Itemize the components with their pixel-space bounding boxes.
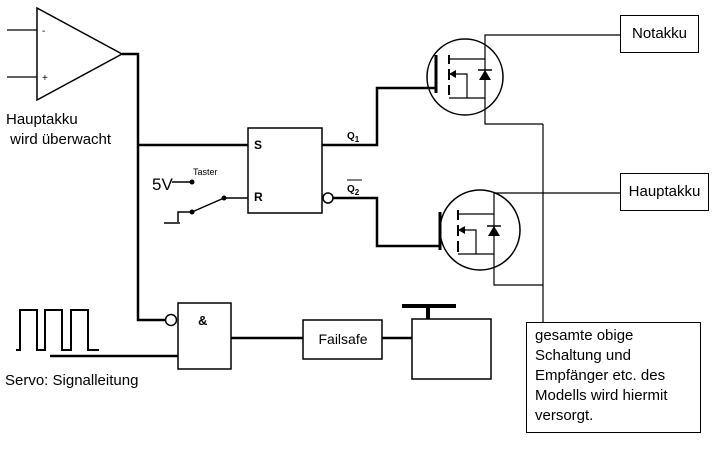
comparator: - + [7,6,124,102]
notakku-label: Notakku [631,25,688,42]
battery-monitor-label: Hauptakku wird überwacht [6,111,112,148]
mosfet-upper [426,34,620,125]
flipflop-r-label: R [254,190,263,204]
taster-label: Taster [193,167,218,177]
voltage-label: 5V [152,175,173,194]
and-gate: & [164,302,232,370]
flipflop-output-wires [322,86,440,248]
taster-switch: 5V Taster [152,167,248,224]
q2-label: Q2 [347,184,360,197]
sr-flipflop: S R Q1 Q2 [247,127,362,214]
failsafe-block: Failsafe [302,319,383,360]
comparator-output-wires [122,52,248,322]
servo-signal-label: Servo: Signalleitung [5,372,139,389]
hauptakku-label: Hauptakku [628,183,701,200]
servo-motor [402,304,492,380]
notakku-box: Notakku [620,15,699,53]
plus-sign: + [42,73,48,84]
and-gate-inverter-bubble [164,313,178,327]
supply-note-box: gesamte obige Schaltung und Empfänger et… [526,322,701,433]
q1-label: Q1 [347,131,360,144]
q2-inverter-bubble [322,192,334,204]
hauptakku-box: Hauptakku [620,173,709,211]
mosfet-lower [438,189,620,286]
switch-lever [191,197,225,213]
minus-sign: - [42,26,45,37]
wire-to-hauptakku [493,192,620,214]
supply-note: gesamte obige Schaltung und Empfänger et… [535,327,668,424]
flipflop-s-label: S [254,138,262,152]
and-gate-symbol: & [198,313,207,328]
servo-signal-waveform [16,309,99,351]
failsafe-label: Failsafe [318,331,367,347]
wire-to-notakku [484,34,620,59]
